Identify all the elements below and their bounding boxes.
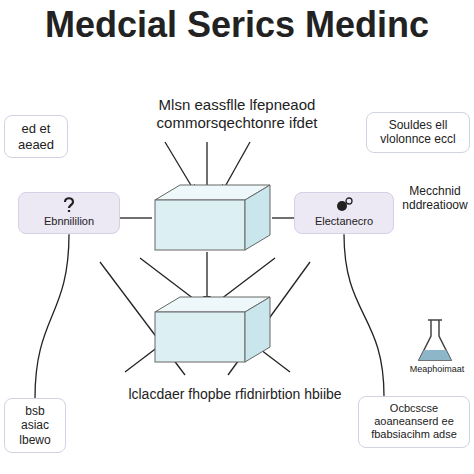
molecule-icon <box>335 196 353 214</box>
info-box-text: Souldes ell vlolonnce eccl <box>373 118 463 147</box>
side-note: Mecchnid nddreatioow <box>398 184 472 213</box>
info-box-text: Ocbcscse aoaneanserd ee fbabsiacihm adse <box>365 402 463 442</box>
arrow-line <box>206 252 207 303</box>
link-line <box>272 217 294 218</box>
process-box: Ebnnililion <box>18 192 120 234</box>
cube <box>155 297 270 362</box>
cube <box>155 185 270 250</box>
bottom-note: lclacdaer fhopbe rfidnirbtion hbiibe <box>105 386 365 403</box>
connector <box>35 234 69 398</box>
link-line <box>120 217 152 218</box>
cross-line <box>125 258 275 372</box>
info-box: ed et aeaed <box>4 115 68 158</box>
info-box: bsb asiac lbewo <box>4 398 66 453</box>
hook-icon <box>60 196 78 214</box>
info-box-text: bsb asiac lbewo <box>11 404 59 447</box>
process-box-text: Electanecro <box>301 215 387 228</box>
heading-note-text: Mlsn eassflle lfepneaod commorsqechtonre… <box>100 96 374 132</box>
process-box-text: Ebnnililion <box>25 215 113 228</box>
flask-label: Meaphoimaat <box>402 364 472 375</box>
cross-line <box>140 258 290 372</box>
flask-label-text: Meaphoimaat <box>402 364 472 375</box>
info-box: Souldes ell vlolonnce eccl <box>366 112 470 153</box>
title: Medcial Serics Medinc <box>4 4 470 46</box>
bottom-note-text: lclacdaer fhopbe rfidnirbtion hbiibe <box>105 386 365 403</box>
process-box: Electanecro <box>294 192 394 234</box>
info-box: Ocbcscse aoaneanserd ee fbabsiacihm adse <box>358 396 470 448</box>
flask-icon <box>419 320 451 360</box>
connector <box>344 234 384 396</box>
info-box-text: ed et aeaed <box>11 121 61 152</box>
heading-note: Mlsn eassflle lfepneaod commorsqechtonre… <box>100 96 374 132</box>
side-note-text: Mecchnid nddreatioow <box>398 184 472 213</box>
